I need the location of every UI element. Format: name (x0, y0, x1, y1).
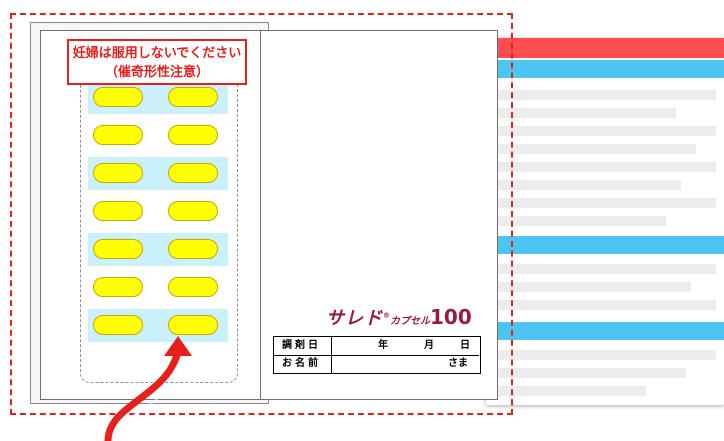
product-strength: 100 (430, 305, 472, 329)
capsule (93, 125, 143, 145)
product-name: サレド (326, 308, 383, 329)
capsule (168, 201, 218, 221)
capsule (168, 163, 218, 183)
doc-text-line (496, 108, 676, 118)
doc-header-blue-band (486, 60, 724, 78)
doc-text-line (496, 162, 716, 172)
doc-text-line (496, 144, 696, 154)
product-logo: サレド®カプセル100 (326, 304, 472, 330)
capsule (93, 239, 143, 259)
warning-line-2: （催奇形性注意） (104, 65, 209, 80)
warning-line-1: 妊婦は服用しないでください (72, 46, 242, 61)
patient-name-label: お名前 (274, 355, 332, 373)
patient-name-row: お名前 さま (274, 355, 479, 373)
curved-arrow-icon (104, 336, 192, 441)
capsule (168, 239, 218, 259)
package-box-label-panel (260, 30, 498, 400)
doc-text-line (496, 300, 716, 310)
doc-text-line (496, 180, 681, 190)
capsule (168, 315, 218, 335)
capsule (168, 87, 218, 107)
doc-text-line (496, 198, 716, 208)
pregnancy-warning-box: 妊婦は服用しないでください （催奇形性注意） (67, 39, 247, 85)
package-insert-document (486, 38, 724, 405)
capsule (93, 201, 143, 221)
doc-header-red-band (486, 38, 724, 58)
doc-text-line (496, 126, 716, 136)
dispense-date-label: 調剤日 (274, 337, 332, 355)
registered-mark: ® (383, 311, 390, 320)
highlight-dashed-frame (10, 13, 513, 415)
day-label: 日 (460, 340, 470, 351)
doc-text-line (496, 350, 716, 360)
honorific-suffix: さま (448, 358, 468, 369)
doc-text-line (496, 264, 716, 274)
capsule (93, 277, 143, 297)
doc-section-blue-band (486, 236, 724, 254)
dispense-date-row: 調剤日 年 月 日 (274, 337, 479, 356)
capsule (168, 277, 218, 297)
doc-text-line (496, 90, 716, 100)
month-label: 月 (424, 340, 434, 351)
doc-section-blue-band (486, 322, 724, 340)
doc-text-line (496, 368, 686, 378)
dispensing-label-table: 調剤日 年 月 日 お名前 さま (273, 336, 481, 374)
capsule (93, 315, 143, 335)
product-form: カプセル (390, 316, 430, 327)
capsule (93, 87, 143, 107)
capsule (168, 125, 218, 145)
patient-name-field: さま (332, 355, 479, 373)
year-label: 年 (378, 340, 388, 351)
dispense-date-field: 年 月 日 (332, 337, 479, 355)
capsule (93, 163, 143, 183)
doc-text-line (496, 386, 646, 396)
doc-text-line (496, 282, 691, 292)
doc-text-line (496, 216, 666, 226)
